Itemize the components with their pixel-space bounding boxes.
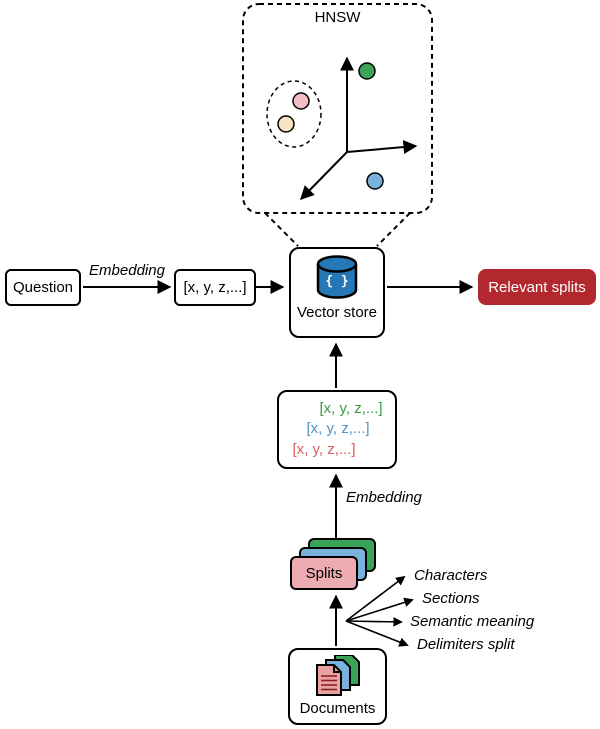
question-box: Question [5,269,81,306]
documents-stack-icon [315,655,360,696]
embedding-vector-red: [x, y, z,...] [292,440,356,458]
splits-label: Splits [305,564,343,582]
query-embedding-label: Embedding [89,262,165,279]
hnsw-title: HNSW [314,9,361,26]
splits-layer-pink: Splits [290,556,358,590]
document-fold-corner [332,665,341,673]
hnsw-dashed-frame [242,3,433,214]
splits-embedding-label: Embedding [346,489,422,506]
split-method-delimiters-split: Delimiters split [417,636,515,653]
relevant-splits-label: Relevant splits [488,278,586,296]
vector-store-box: { } Vector store [289,247,385,338]
embedding-vector-green: [x, y, z,...] [319,400,383,418]
funnel-left-line [264,212,299,247]
embedding-vector-blue: [x, y, z,...] [306,420,370,438]
document-text-lines [320,675,337,691]
cluster-dashed-circle [266,80,322,148]
split-method-sections: Sections [422,590,480,607]
database-top [316,255,358,273]
fan-arrow-semantic [345,617,403,627]
question-label: Question [12,279,74,296]
blue-point [366,172,384,190]
embeddings-box: [x, y, z,...] [x, y, z,...] [x, y, z,...… [277,390,397,469]
relevant-splits-box: Relevant splits [478,269,596,305]
fan-arrow-delimiters [345,620,409,647]
split-method-characters: Characters [414,567,488,584]
vector-store-label: Vector store [296,304,378,321]
axis-right-arrow [346,140,418,155]
pink-point [292,92,310,110]
green-point [358,62,376,80]
database-body [316,264,358,299]
split-method-semantic-meaning: Semantic meaning [410,613,535,630]
splits-stack: Splits [290,538,376,590]
fan-arrow-characters [345,575,406,622]
cream-point [277,115,295,133]
axis-diagonal-arrow [300,151,348,201]
funnel-right-line [376,212,411,247]
query-vector-text: [x, y, z,...] [183,279,247,296]
database-braces-icon: { } [316,255,358,299]
fan-arrow-sections [345,597,414,622]
documents-label: Documents [299,700,376,717]
braces-glyph: { } [325,274,348,289]
query-vector-box: [x, y, z,...] [174,269,256,306]
documents-box: Documents [288,648,387,725]
